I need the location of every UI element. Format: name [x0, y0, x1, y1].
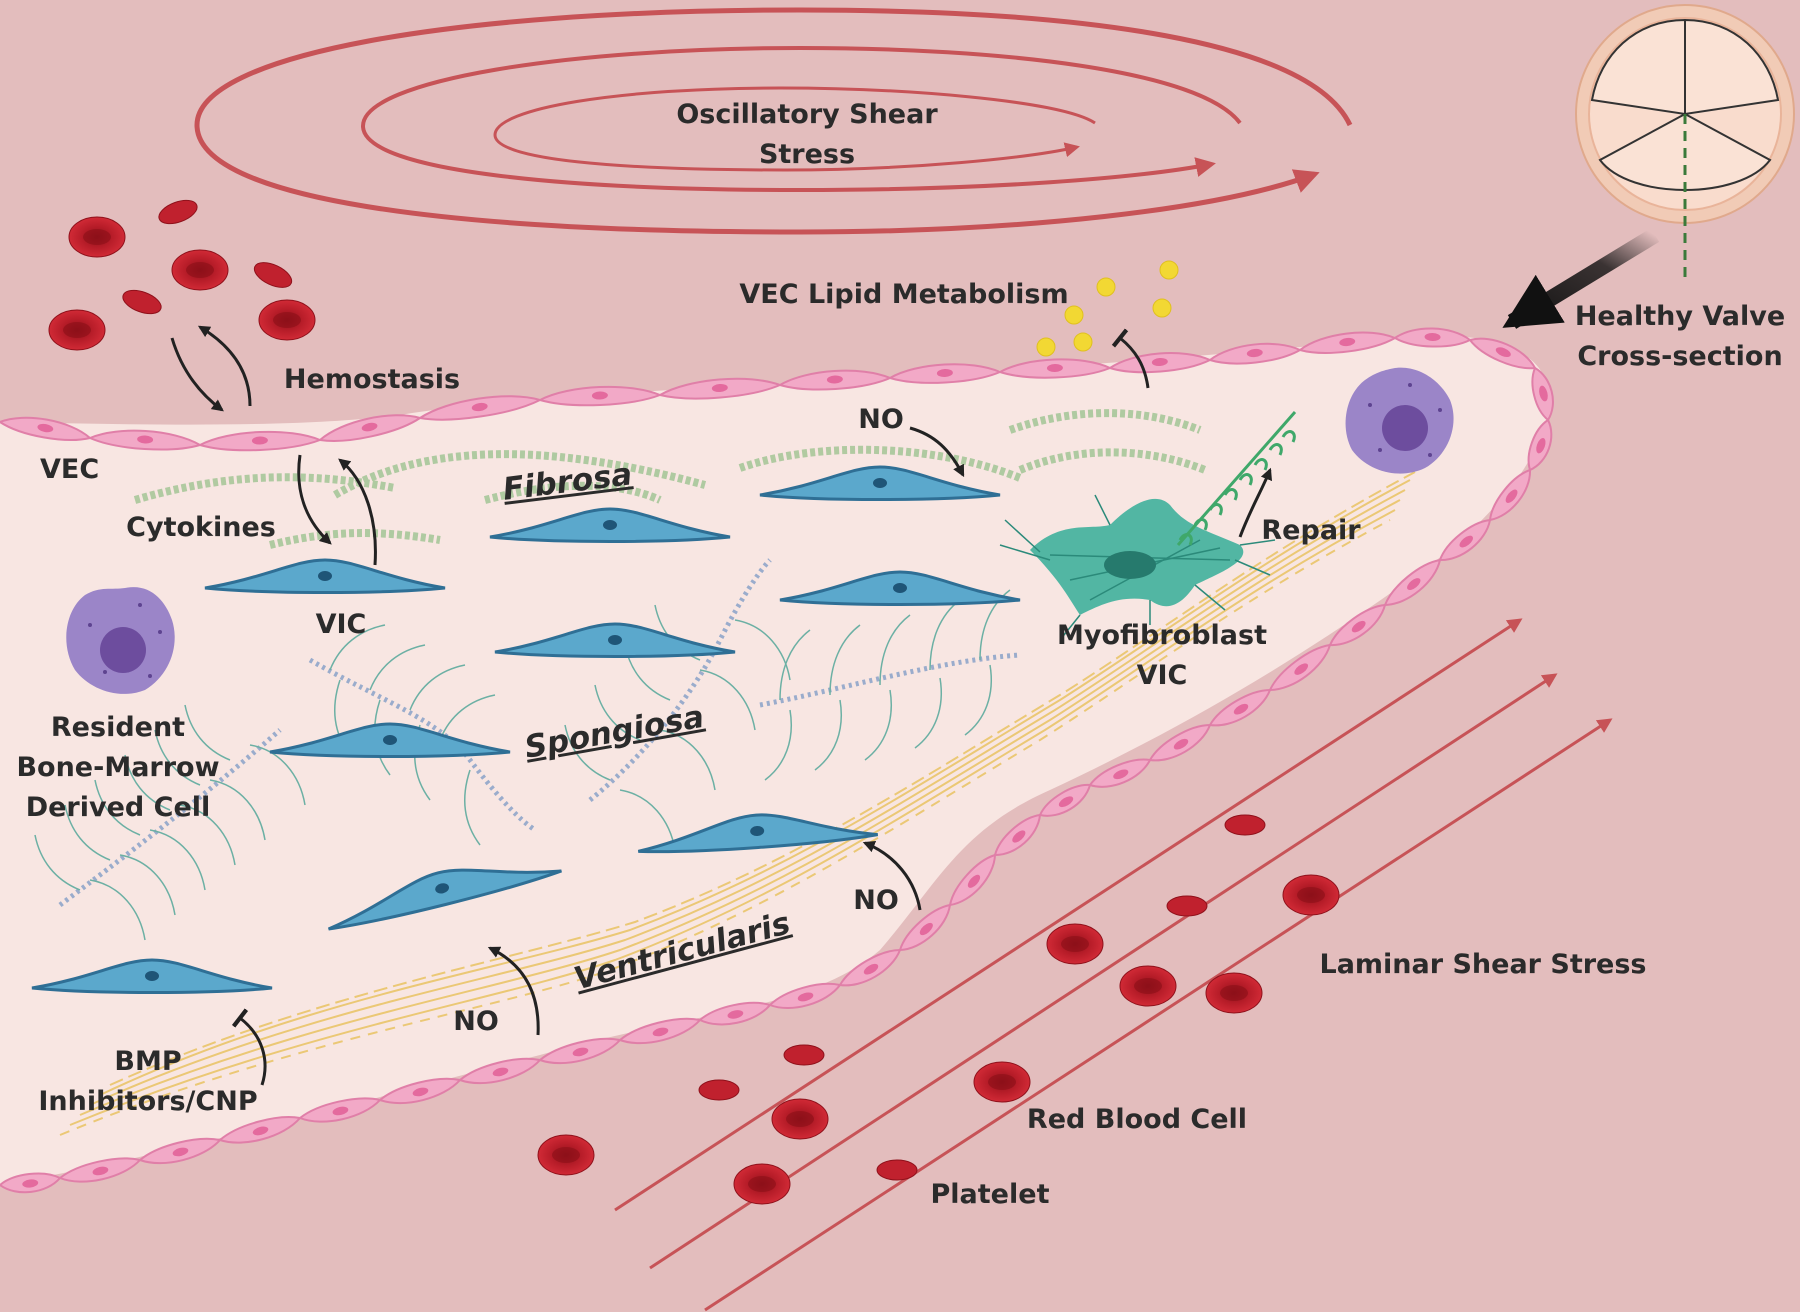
healthy-valve-label-line-1: Healthy Valve: [1574, 301, 1786, 332]
vic-cell: [759, 465, 1001, 501]
signal-arrows: [170, 325, 1273, 1086]
resident-cell-right: [1345, 367, 1454, 474]
resident-cell-label-line-3: Derived Cell: [25, 792, 211, 823]
rbc-center: [748, 1176, 776, 1192]
platelet: [876, 1159, 918, 1181]
no-right-label: NO: [853, 885, 899, 916]
rbc-center: [552, 1147, 580, 1163]
vec-lipid-label: VEC Lipid Metabolism: [739, 279, 1069, 310]
laminar-shear-label: Laminar Shear Stress: [1319, 949, 1647, 980]
resident-cell-left: [66, 587, 175, 694]
platelet: [783, 1044, 825, 1066]
platelets: [122, 199, 1266, 1181]
red-blood-cells: [48, 216, 1340, 1205]
rbc-center: [63, 322, 91, 338]
platelet: [122, 289, 162, 315]
healthy-valve-icon: [1575, 4, 1795, 282]
platelet-label: Platelet: [930, 1179, 1050, 1210]
myofibroblast-label-line-1: Myofibroblast: [1056, 620, 1268, 651]
lipid-droplets: [1036, 260, 1179, 357]
platelet: [1166, 895, 1208, 917]
no-bottom-label: NO: [453, 1006, 499, 1037]
vec-label: VEC: [40, 454, 100, 485]
rbc-center: [988, 1074, 1016, 1090]
oscillatory-line-1-line-2: Stress: [758, 139, 856, 170]
endothelial-cell: [777, 369, 893, 391]
vic-cell: [327, 868, 562, 931]
rbc-label: Red Blood Cell: [1026, 1104, 1248, 1135]
no-top-label: NO: [858, 404, 904, 435]
vic-cells: [31, 465, 1021, 994]
rbc-center: [1061, 936, 1089, 952]
endothelial-cell: [0, 1172, 62, 1194]
rbc-center: [1297, 887, 1325, 903]
vic-cell: [489, 507, 731, 543]
oscillatory-line-1-line-1: Oscillatory Shear: [676, 99, 938, 130]
rbc-center: [1134, 978, 1162, 994]
healthy-valve-label-line-2: Cross-section: [1577, 341, 1783, 372]
bmp-label: BMP Inhibitors/CNP: [38, 1042, 257, 1122]
collagen-fibers: [133, 409, 1207, 549]
vic-cell: [31, 958, 273, 994]
repair-label: Repair: [1261, 515, 1361, 546]
vec-lining-top: [0, 327, 1554, 1194]
oscillatory-shear-arrows: [194, 7, 1353, 235]
platelet: [1224, 814, 1266, 836]
vic-cell: [269, 722, 511, 758]
vic-cell: [637, 813, 878, 854]
platelet: [253, 262, 293, 288]
bmp-label-line-1: BMP: [114, 1046, 182, 1077]
vic-label: VIC: [315, 609, 367, 640]
resident-cell-label-line-1: Resident: [50, 712, 186, 743]
platelet: [158, 199, 198, 225]
rbc-center: [1220, 985, 1248, 1001]
laminar-shear-arrows: [614, 618, 1613, 1312]
endothelial-cell: [138, 1137, 222, 1164]
big-arrow: [1502, 228, 1660, 329]
cytokines-label: Cytokines: [126, 512, 276, 543]
vic-cell: [494, 622, 736, 658]
myofibroblast-label-line-2: VIC: [1136, 660, 1188, 691]
myofibroblast: [999, 494, 1276, 641]
rbc-center: [786, 1111, 814, 1127]
rbc-center: [186, 262, 214, 278]
new-collagen-helix: [1176, 411, 1297, 546]
rbc-center: [273, 312, 301, 328]
bmp-label-line-2: Inhibitors/CNP: [38, 1086, 258, 1117]
rbc-center: [83, 229, 111, 245]
platelet: [698, 1079, 740, 1101]
elastin-band: [59, 471, 1416, 1136]
resident-cell-label-line-2: Bone-Marrow: [16, 752, 220, 783]
hemostasis-label: Hemostasis: [283, 364, 461, 395]
vic-cell: [204, 558, 446, 594]
vic-cell: [779, 570, 1021, 606]
